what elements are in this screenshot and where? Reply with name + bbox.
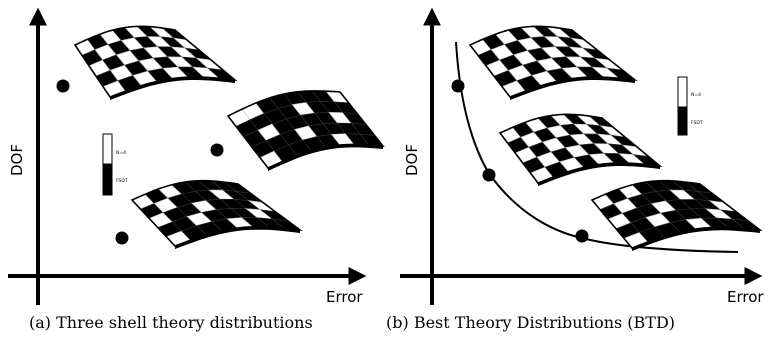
panel-a-y-axis-label: DOF — [8, 144, 26, 176]
panel-b-theory-point — [575, 229, 589, 243]
panel-a-legend: N=4 FSDT — [102, 133, 128, 196]
panel-a-shell-surface-bottom — [130, 179, 303, 249]
panel-b-shell-surface-middle-thickness — [538, 163, 660, 186]
panel-a: Error DOF N=4 FSDT — [8, 7, 385, 306]
panel-a-legend-bar-bottom — [102, 163, 113, 196]
panel-b-shell-surface-bottom-thickness — [632, 227, 760, 251]
panel-b-legend-top-label: N=4 — [691, 92, 701, 98]
panel-b-legend-bar-bottom — [677, 106, 688, 136]
panel-a-theory-point — [210, 143, 224, 157]
panel-a-legend-bar-top — [102, 133, 113, 165]
panel-a-shell-surface-right-thickness — [268, 144, 383, 171]
panel-b-legend-bottom-label: FSDT — [691, 120, 703, 126]
panel-a-theory-point — [56, 79, 70, 93]
panel-a-legend-top-label: N=4 — [116, 150, 126, 156]
panel-b-legend-bar-top — [677, 76, 688, 108]
panel-a-shell-surface-top-thickness — [110, 77, 235, 100]
panel-b-caption: (b) Best Theory Distributions (BTD) — [386, 313, 676, 332]
panel-b-shell-surface-middle — [498, 113, 663, 186]
panel-b-y-axis-label: DOF — [403, 144, 421, 176]
panel-b-shell-surface-bottom — [590, 179, 763, 251]
panel-b: Error DOF N=4 FSDT — [400, 7, 764, 306]
panel-a-legend-bottom-label: FSDT — [116, 178, 128, 184]
panel-a-shell-surface-bottom-thickness — [175, 226, 300, 249]
panel-b-shell-surface-top-thickness — [510, 77, 635, 100]
panel-a-shell-surface-right — [226, 90, 385, 171]
panel-b-legend: N=4 FSDT — [677, 76, 703, 136]
panel-a-theory-point — [115, 231, 129, 245]
panel-b-theory-point — [451, 79, 465, 93]
panel-b-x-axis-label: Error — [727, 288, 764, 306]
panel-a-caption: (a) Three shell theory distributions — [29, 313, 313, 332]
panel-b-theory-point — [482, 168, 496, 182]
panel-a-shell-surface-top — [73, 25, 238, 100]
panel-a-x-axis-label: Error — [326, 288, 363, 306]
panel-b-pareto-curve — [455, 41, 739, 253]
panel-b-shell-surface-top — [468, 25, 638, 100]
